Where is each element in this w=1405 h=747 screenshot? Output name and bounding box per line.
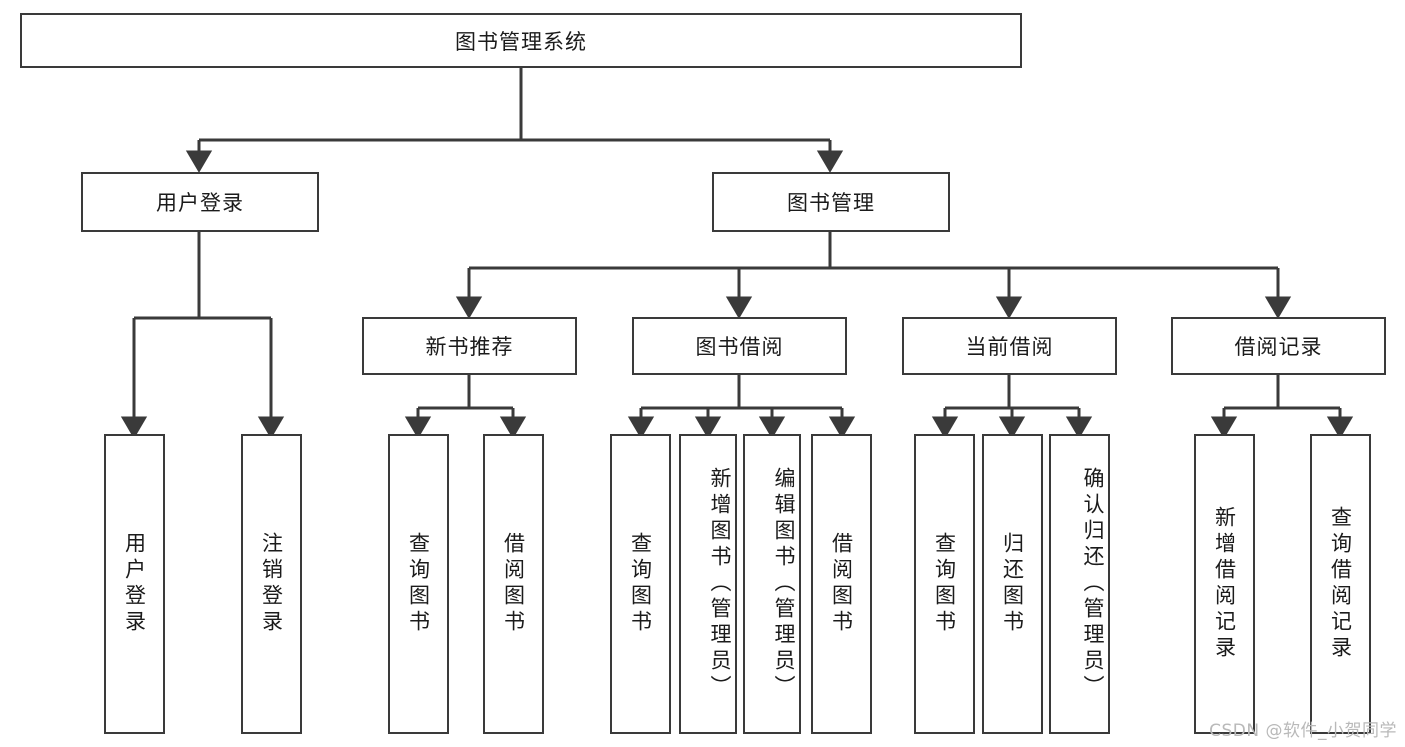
node-new-book-recommend[interactable]: 新书推荐 xyxy=(362,317,577,375)
leaf-query-book-2[interactable]: 查询图书 xyxy=(610,434,671,734)
leaf-edit-book-admin[interactable]: 编辑图书（管理员） xyxy=(743,434,801,734)
leaf-query-borrow-record[interactable]: 查询借阅记录 xyxy=(1310,434,1371,734)
leaf-query-book-1[interactable]: 查询图书 xyxy=(388,434,449,734)
leaf-confirm-return-admin[interactable]: 确认归还（管理员） xyxy=(1049,434,1110,734)
node-user-login[interactable]: 用户登录 xyxy=(81,172,319,232)
node-book-management[interactable]: 图书管理 xyxy=(712,172,950,232)
leaf-borrow-book-2[interactable]: 借阅图书 xyxy=(811,434,872,734)
node-root[interactable]: 图书管理系统 xyxy=(20,13,1022,68)
leaf-borrow-book-1[interactable]: 借阅图书 xyxy=(483,434,544,734)
leaf-return-book[interactable]: 归还图书 xyxy=(982,434,1043,734)
leaf-user-login[interactable]: 用户登录 xyxy=(104,434,165,734)
leaf-add-borrow-record[interactable]: 新增借阅记录 xyxy=(1194,434,1255,734)
leaf-add-book-admin[interactable]: 新增图书（管理员） xyxy=(679,434,737,734)
leaf-query-book-3[interactable]: 查询图书 xyxy=(914,434,975,734)
node-borrow-record[interactable]: 借阅记录 xyxy=(1171,317,1386,375)
leaf-logout[interactable]: 注销登录 xyxy=(241,434,302,734)
node-current-borrow[interactable]: 当前借阅 xyxy=(902,317,1117,375)
watermark: CSDN @软件_小贺同学 xyxy=(1209,721,1397,741)
node-book-borrow[interactable]: 图书借阅 xyxy=(632,317,847,375)
